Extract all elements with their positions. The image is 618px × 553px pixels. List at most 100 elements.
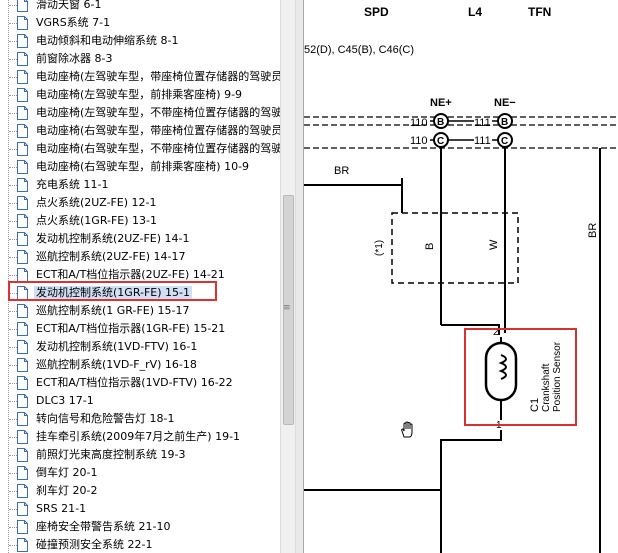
bookmark-item[interactable]: 碰撞预测安全系统 22-1: [0, 536, 280, 553]
bookmark-label: ECT和A/T档位指示器(2UZ-FE) 14-21: [36, 268, 225, 281]
bookmark-item[interactable]: 滑动天窗 6-1: [0, 0, 280, 14]
page-icon: [17, 34, 28, 48]
bookmark-item[interactable]: 前照灯光束高度控制系统 19-3: [0, 446, 280, 464]
bookmark-item[interactable]: ECT和A/T档位指示器(2UZ-FE) 14-21: [0, 266, 280, 284]
tree-connector: [9, 41, 17, 42]
tree-connector: [9, 167, 17, 168]
bookmark-label: SRS 21-1: [36, 502, 87, 515]
bookmark-item[interactable]: 充电系统 11-1: [0, 176, 280, 194]
connector-c-right: C: [501, 136, 508, 147]
tree-connector: [9, 59, 17, 60]
bookmark-item[interactable]: SRS 21-1: [0, 500, 280, 518]
page-icon: [17, 106, 28, 120]
bookmark-label: 点火系统(2UZ-FE) 12-1: [36, 196, 157, 209]
tree-connector: [9, 185, 17, 186]
bookmark-label: 电动座椅(左驾驶车型，不带座椅位置存储器的驾驶: [36, 106, 280, 119]
bookmark-item[interactable]: 前窗除冰器 8-3: [0, 50, 280, 68]
tree-connector: [9, 347, 17, 348]
bookmarks-scrollbar[interactable]: [280, 0, 296, 553]
header-tfn: TFN: [528, 5, 551, 19]
tree-connector: [9, 401, 17, 402]
page-icon: [17, 160, 28, 174]
bookmark-label: 挂车牵引系统(2009年7月之前生产) 19-1: [36, 430, 241, 443]
wire-label-br-2: BR: [587, 223, 599, 238]
bookmark-item[interactable]: 巡航控制系统(2UZ-FE) 14-17: [0, 248, 280, 266]
tree-connector: [9, 311, 17, 312]
bookmark-label: 滑动天窗 6-1: [36, 0, 102, 11]
bookmark-item[interactable]: 电动座椅(左驾驶车型，带座椅位置存储器的驾驶员: [0, 68, 280, 86]
bookmark-item[interactable]: 电动座椅(右驾驶车型，带座椅位置存储器的驾驶员: [0, 122, 280, 140]
tree-connector: [9, 509, 17, 510]
bookmark-item[interactable]: 发动机控制系统(1VD-FTV) 16-1: [0, 338, 280, 356]
bookmark-label: 发动机控制系统(2UZ-FE) 14-1: [36, 232, 190, 245]
bookmark-label: 巡航控制系统(2UZ-FE) 14-17: [36, 250, 186, 263]
bookmark-item[interactable]: VGRS系统 7-1: [0, 14, 280, 32]
tree-connector: [9, 95, 17, 96]
page-icon: [17, 340, 28, 354]
page-icon: [17, 52, 28, 66]
bookmark-label: 电动座椅(右驾驶车型，前排乘客座椅) 10-9: [36, 160, 250, 173]
bookmark-item[interactable]: 发动机控制系统(1GR-FE) 15-1: [0, 284, 280, 302]
wire-label-b: B: [424, 243, 436, 250]
page-icon: [17, 124, 28, 138]
header-l4: L4: [468, 5, 482, 19]
page-icon: [17, 358, 28, 372]
bookmark-item[interactable]: 点火系统(2UZ-FE) 12-1: [0, 194, 280, 212]
page-icon: [17, 448, 28, 462]
bookmark-item[interactable]: 巡航控制系统(1VD-F_rV) 16-18: [0, 356, 280, 374]
bookmark-item[interactable]: 刹车灯 20-2: [0, 482, 280, 500]
bookmark-item[interactable]: 巡航控制系统(1 GR-FE) 15-17: [0, 302, 280, 320]
pin-110-c: 110: [410, 135, 428, 147]
tree-connector: [9, 527, 17, 528]
tree-connector: [9, 203, 17, 204]
tree-connector: [9, 239, 17, 240]
bookmark-label: 充电系统 11-1: [36, 178, 109, 191]
page-icon: [17, 520, 28, 534]
sensor-name-1: Crankshaft: [541, 363, 552, 412]
tree-connector: [9, 5, 17, 6]
page-icon: [17, 538, 28, 552]
bookmark-item[interactable]: 电动倾斜和电动伸缩系统 8-1: [0, 32, 280, 50]
panel-splitter[interactable]: [296, 0, 304, 553]
page-icon: [17, 412, 28, 426]
tree-connector: [9, 23, 17, 24]
sensor-highlight-box: [464, 328, 577, 426]
bookmark-item[interactable]: ECT和A/T档位指示器(1VD-FTV) 16-22: [0, 374, 280, 392]
hand-cursor-icon: [401, 421, 413, 438]
bookmark-item[interactable]: 倒车灯 20-1: [0, 464, 280, 482]
tree-connector: [9, 473, 17, 474]
wiring-diagram: SPD L4 TFN 52(D), C45(B), C46(C) NE+ NE−…: [304, 5, 618, 553]
tree-guide-line: [8, 0, 9, 553]
bookmark-item[interactable]: 电动座椅(左驾驶车型，不带座椅位置存储器的驾驶: [0, 104, 280, 122]
bookmark-label: 倒车灯 20-1: [36, 466, 98, 479]
label-ne-minus: NE−: [494, 97, 516, 109]
bookmark-item[interactable]: 电动座椅(左驾驶车型，前排乘客座椅) 9-9: [0, 86, 280, 104]
page-icon: [17, 268, 28, 282]
bookmark-item[interactable]: DLC3 17-1: [0, 392, 280, 410]
bookmark-item[interactable]: 发动机控制系统(2UZ-FE) 14-1: [0, 230, 280, 248]
tree-connector: [9, 113, 17, 114]
bookmark-label: 发动机控制系统(1VD-FTV) 16-1: [36, 340, 198, 353]
bookmark-label: 电动座椅(右驾驶车型，带座椅位置存储器的驾驶员: [36, 124, 280, 137]
tree-connector: [9, 365, 17, 366]
scrollbar-thumb[interactable]: [283, 195, 294, 425]
bookmark-item[interactable]: 转向信号和危险警告灯 18-1: [0, 410, 280, 428]
page-icon: [17, 196, 28, 210]
bookmark-item[interactable]: 挂车牵引系统(2009年7月之前生产) 19-1: [0, 428, 280, 446]
bookmark-item[interactable]: 点火系统(1GR-FE) 13-1: [0, 212, 280, 230]
bookmark-label: ECT和A/T档位指示器(1VD-FTV) 16-22: [36, 376, 233, 389]
page-icon: [17, 0, 28, 12]
bookmark-item[interactable]: 电动座椅(右驾驶车型，前排乘客座椅) 10-9: [0, 158, 280, 176]
bookmark-item[interactable]: 座椅安全带警告系统 21-10: [0, 518, 280, 536]
bookmark-label: ECT和A/T档位指示器(1GR-FE) 15-21: [36, 322, 226, 335]
bookmark-label: 电动倾斜和电动伸缩系统 8-1: [36, 34, 179, 47]
page-icon: [17, 466, 28, 480]
wire-label-w: W: [488, 239, 500, 250]
sensor-id: C1: [529, 398, 541, 412]
page-icon: [17, 394, 28, 408]
tree-connector: [9, 545, 17, 546]
tree-connector: [9, 419, 17, 420]
pin-111-b: 111: [474, 117, 491, 129]
bookmark-item[interactable]: 电动座椅(右驾驶车型，不带座椅位置存储器的驾驶: [0, 140, 280, 158]
bookmark-item[interactable]: ECT和A/T档位指示器(1GR-FE) 15-21: [0, 320, 280, 338]
